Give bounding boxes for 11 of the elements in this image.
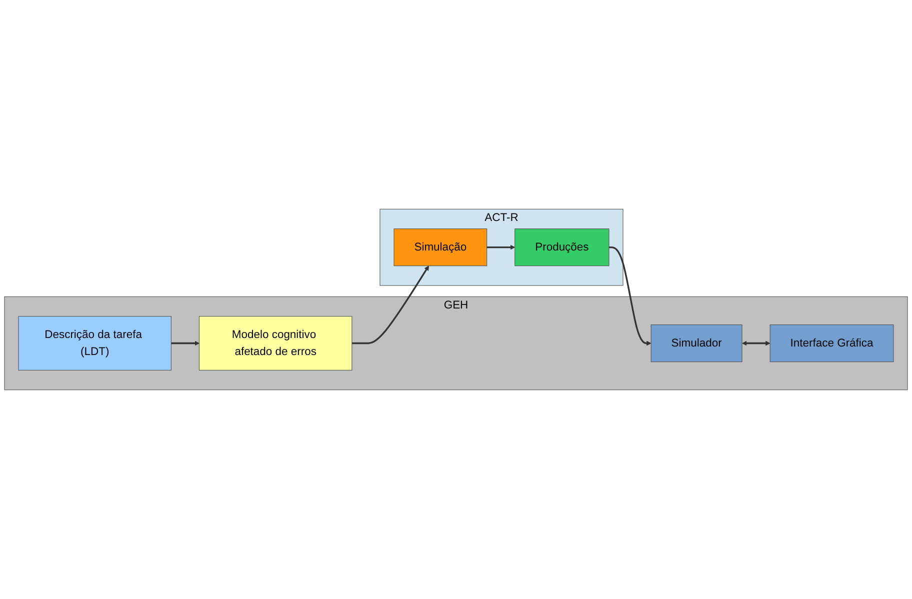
node-box: Interface Gráfica [770, 324, 894, 362]
arrow [171, 340, 200, 346]
arrow [486, 244, 516, 250]
arrow [608, 246, 652, 346]
arrow [742, 340, 770, 346]
node-box: Modelo cognitivo afetado de erros [198, 316, 352, 370]
node-box: Produções [514, 228, 610, 266]
node-box: Descrição da tarefa (LDT) [18, 316, 172, 370]
arrow [352, 266, 429, 344]
node-box: Simulação [394, 228, 488, 266]
node-box: Simulador [650, 324, 742, 362]
